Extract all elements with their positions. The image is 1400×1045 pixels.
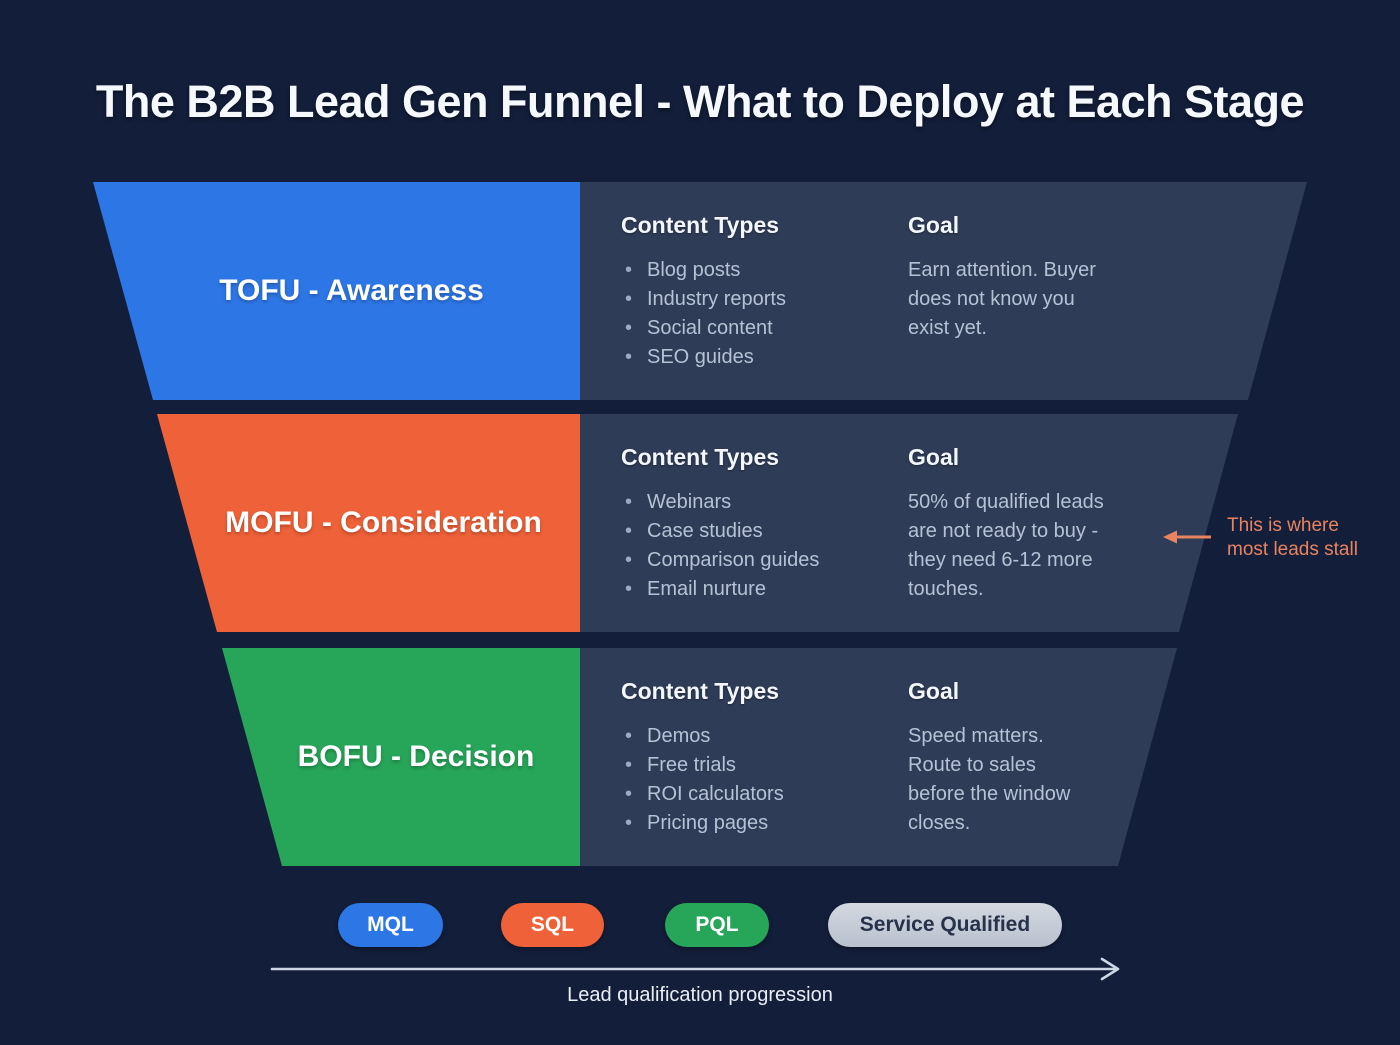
stage-mofu-label: MOFU - Consideration: [225, 506, 542, 539]
stage-bofu-label: BOFU - Decision: [297, 740, 535, 773]
stage-tofu-content-types: Content Types Blog postsIndustry reports…: [621, 212, 786, 372]
qualification-pills: MQL SQL PQL Service Qualified: [0, 903, 1400, 947]
content-types-heading: Content Types: [621, 444, 780, 470]
stage-mofu: MOFU - Consideration Content Types Webin…: [0, 414, 1400, 632]
stage-mofu-content-types: Content Types WebinarsCase studiesCompar…: [621, 444, 819, 604]
annotation-line-2: most leads stall: [1227, 539, 1358, 560]
content-type-item: SEO guides: [621, 343, 786, 372]
stage-bofu-panel: Content Types DemosFree trialsROI calcul…: [580, 648, 1177, 866]
goal-text: Earn attention. Buyer does not know you …: [908, 259, 1096, 339]
progression-label: Lead qualification progression: [567, 984, 833, 1006]
annotation-line-1: This is where: [1227, 515, 1339, 536]
goal-heading: Goal: [908, 678, 960, 704]
annotation-leads-stall: This is where most leads stall: [1163, 514, 1383, 562]
goal-text: 50% of qualified leads are not ready to …: [908, 491, 1104, 600]
content-type-item: Social content: [621, 314, 786, 343]
stage-bofu-content-types: Content Types DemosFree trialsROI calcul…: [621, 678, 784, 838]
arrow-right-icon: [270, 957, 1120, 981]
content-type-item: Pricing pages: [621, 809, 784, 838]
content-type-item: ROI calculators: [621, 780, 784, 809]
stage-bofu: BOFU - Decision Content Types DemosFree …: [0, 648, 1400, 866]
pill-sql: SQL: [501, 903, 604, 947]
stage-bofu-goal: Goal Speed matters. Route to sales befor…: [908, 678, 1080, 838]
content-type-item: Blog posts: [621, 256, 786, 285]
content-types-list: DemosFree trialsROI calculatorsPricing p…: [621, 722, 784, 838]
stage-mofu-shape: MOFU - Consideration: [157, 414, 580, 632]
content-types-list: WebinarsCase studiesComparison guidesEma…: [621, 488, 819, 604]
content-types-heading: Content Types: [621, 212, 780, 238]
stage-bofu-shape: BOFU - Decision: [222, 648, 580, 866]
goal-heading: Goal: [908, 444, 960, 470]
content-type-item: Email nurture: [621, 575, 819, 604]
pill-mql: MQL: [338, 903, 443, 947]
content-types-heading: Content Types: [621, 678, 780, 704]
stage-tofu: TOFU - Awareness Content Types Blog post…: [0, 182, 1400, 400]
page-title: The B2B Lead Gen Funnel - What to Deploy…: [95, 76, 1305, 127]
content-type-item: Free trials: [621, 751, 784, 780]
content-type-item: Comparison guides: [621, 546, 819, 575]
goal-text: Speed matters. Route to sales before the…: [908, 725, 1071, 834]
content-type-item: Demos: [621, 722, 784, 751]
stage-tofu-shape: TOFU - Awareness: [93, 182, 580, 400]
pill-pql: PQL: [665, 903, 769, 947]
pill-service-qualified: Service Qualified: [828, 903, 1062, 947]
content-types-list: Blog postsIndustry reportsSocial content…: [621, 256, 786, 372]
stage-tofu-goal: Goal Earn attention. Buyer does not know…: [908, 212, 1103, 343]
content-type-item: Industry reports: [621, 285, 786, 314]
goal-heading: Goal: [908, 212, 960, 238]
stage-tofu-panel: Content Types Blog postsIndustry reports…: [580, 182, 1307, 400]
annotation-text: This is where most leads stall: [1227, 514, 1383, 562]
content-type-item: Webinars: [621, 488, 819, 517]
content-type-item: Case studies: [621, 517, 819, 546]
stage-mofu-goal: Goal 50% of qualified leads are not read…: [908, 444, 1113, 604]
stage-mofu-panel: Content Types WebinarsCase studiesCompar…: [580, 414, 1238, 632]
arrow-left-icon: [1163, 530, 1211, 544]
stage-tofu-label: TOFU - Awareness: [219, 274, 484, 307]
